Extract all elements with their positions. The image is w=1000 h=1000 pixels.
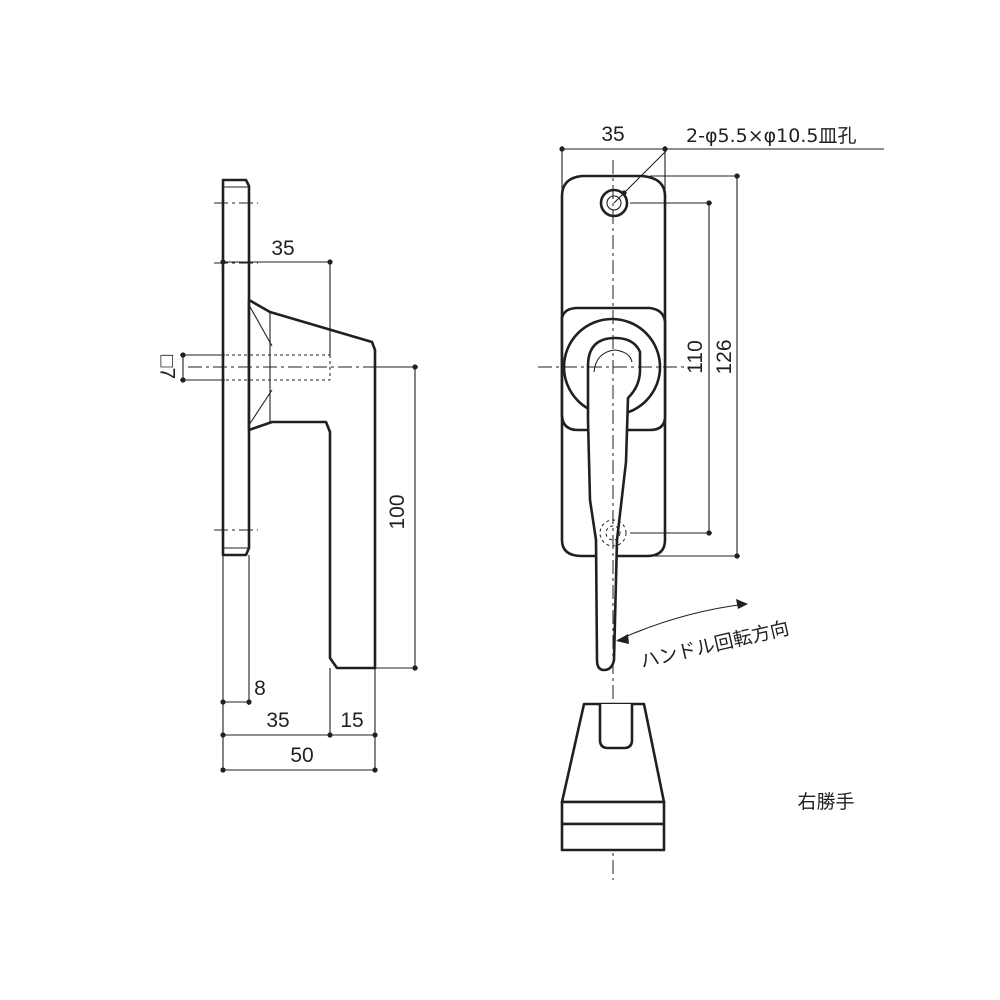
dim-front-35-label: 35 <box>601 123 624 146</box>
dim-front35-dot-a <box>559 146 565 152</box>
dim-15-dot-b <box>372 732 378 738</box>
dim-126-dot-a <box>734 173 740 179</box>
dim-35-dot-b <box>327 732 333 738</box>
side-boss-chamfer-top <box>248 304 273 347</box>
front-handle-detail <box>593 349 633 373</box>
dim-bottom-35-label: 35 <box>266 709 289 732</box>
dim-110-dot-b <box>706 530 712 536</box>
dim-110-label: 110 <box>684 340 707 373</box>
dim-35-dot-a <box>220 732 226 738</box>
dim-total-50-label: 50 <box>290 744 313 767</box>
dim-110-dot-a <box>706 200 712 206</box>
side-view: 35 □7 100 8 35 15 50 <box>155 178 418 773</box>
dim-8-dot-b <box>246 699 252 705</box>
keeper-base-lower <box>560 822 666 852</box>
rotation-arrowhead-start <box>616 634 629 644</box>
dim-8-label: 8 <box>254 677 266 700</box>
hand-note-label: 右勝手 <box>797 791 854 813</box>
keeper-slot <box>598 702 634 750</box>
dim-square-label: □7 <box>155 355 178 379</box>
dim-bottom-15-label: 15 <box>340 709 363 732</box>
dim-front35-dot-b <box>662 146 668 152</box>
hole-leader-dot <box>621 190 627 196</box>
rotation-arrowhead-end <box>736 599 748 609</box>
dim-square-dot-b <box>180 377 186 383</box>
side-handle-body <box>247 298 377 670</box>
dim-100-label: 100 <box>386 494 409 529</box>
dim-100-dot-a <box>412 364 418 370</box>
side-boss-chamfer-bottom <box>248 389 273 426</box>
dim-square-dot-a <box>180 352 186 358</box>
dim-8-dot-a <box>220 699 226 705</box>
dim-126-label: 126 <box>713 339 736 374</box>
hole-note-label: 2-φ5.5×φ10.5皿孔 <box>686 125 856 147</box>
front-handle <box>586 336 642 672</box>
dim-top35-dot-a <box>220 259 226 265</box>
front-hole-bottom-inner <box>605 525 621 541</box>
dim-50-dot-a <box>220 767 226 773</box>
rotation-direction-label: ハンドル回転方向 <box>638 617 791 673</box>
front-hole-top-inner <box>606 195 622 211</box>
rotation-arrow <box>617 603 747 641</box>
dim-100-dot-b <box>412 665 418 671</box>
dim-top35-dot-b <box>327 259 333 265</box>
dim-50-dot-b <box>372 767 378 773</box>
dim-top-35-label: 35 <box>271 237 294 260</box>
front-view: 35 2-φ5.5×φ10.5皿孔 110 126 ハンドル回転方向 <box>538 123 884 880</box>
keeper-base-upper <box>560 800 666 826</box>
dim-126-dot-b <box>734 553 740 559</box>
